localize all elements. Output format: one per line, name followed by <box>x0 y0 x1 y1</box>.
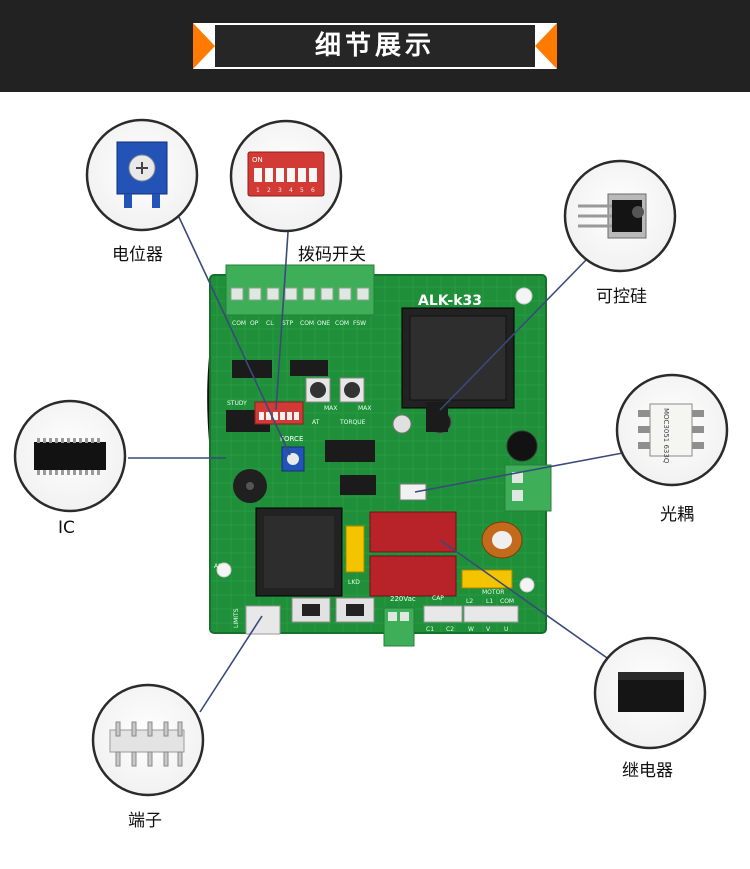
pot-silk-0: AT <box>312 419 320 426</box>
callout-lines <box>128 214 629 713</box>
dip-num-1: 2 <box>267 187 271 194</box>
callout-line-potentiometer <box>177 214 291 456</box>
terminal-silk-3: STP <box>282 320 293 327</box>
dip-num-5: 6 <box>311 187 315 194</box>
terminal-silk-0: COM <box>232 320 246 327</box>
terminal-silk-1: OP <box>250 320 259 327</box>
terminal-silk-2: CL <box>266 320 274 327</box>
relay-onboard <box>369 511 457 553</box>
optocoupler-marking: MOC3051 633Q <box>662 408 670 464</box>
optocoupler-icon <box>649 403 693 457</box>
mount-hole <box>216 562 232 578</box>
pot-silk-1: MAX <box>324 405 337 412</box>
ic-chip <box>325 440 375 462</box>
detail-ic <box>13 399 127 513</box>
terminal-onboard <box>245 605 281 635</box>
motor-pin-silk-1: L1 <box>486 598 493 605</box>
cap-silk: CAP <box>432 595 444 602</box>
pot-silk-3: MAX <box>358 405 371 412</box>
cap-pin-silk-1: C2 <box>446 626 454 633</box>
capacitor <box>392 414 412 434</box>
label-dip-switch: 拨码开关 <box>298 245 366 265</box>
callout-line-thyristor <box>439 257 589 411</box>
label-potentiometer: 电位器 <box>112 245 163 265</box>
inductor-coil <box>506 430 538 462</box>
mount-hole <box>519 577 535 593</box>
terminal-silk-4: COM <box>300 320 314 327</box>
dip-num-0: 1 <box>256 187 260 194</box>
film-capacitor <box>461 569 513 589</box>
dip-num-3: 4 <box>289 187 293 194</box>
detail-terminal <box>91 683 205 797</box>
label-relay: 继电器 <box>622 761 673 781</box>
ic-chip <box>290 360 328 376</box>
title-banner: 细节展示 <box>193 23 557 69</box>
terminal-icon <box>109 729 185 753</box>
callout-line-dip-switch <box>275 231 289 411</box>
ac-silk: 220Vac <box>390 595 416 603</box>
dip-on-silk: ON <box>252 156 263 164</box>
label-optocoupler: 光耦 <box>660 505 694 525</box>
banner-bar <box>215 25 535 67</box>
out-pin-silk-2: U <box>504 626 508 633</box>
banner-right-arrow <box>535 23 557 69</box>
dip-num-4: 5 <box>300 187 304 194</box>
ic-chip <box>232 360 272 378</box>
detail-optocoupler: MOC3051 633Q <box>615 373 729 487</box>
motor-connector <box>463 605 519 623</box>
motor-silk: MOTOR <box>482 589 504 596</box>
force-silk: FORCE <box>280 435 303 443</box>
motor-pin-silk-0: L2 <box>466 598 473 605</box>
ic-icon <box>34 442 106 470</box>
pcb-board: COM OP CL STP COM ONE COM FSW ALK-k33 ST… <box>209 264 552 647</box>
lkd-silk: LKD <box>348 579 360 586</box>
optocoupler-onboard <box>399 483 427 501</box>
label-terminal: 端子 <box>128 811 162 831</box>
banner-left-arrow <box>193 23 215 69</box>
out-pin-silk-0: W <box>468 626 474 633</box>
header-bar: 细节展示 <box>0 0 750 92</box>
callout-line-optocoupler <box>414 451 629 493</box>
limits-silk: LIMITS <box>233 608 240 628</box>
detail-thyristor <box>563 159 677 273</box>
terminal-silk-7: FSW <box>353 320 366 327</box>
detail-dip-switch: ON 1 2 3 4 5 6 <box>229 119 343 233</box>
detail-potentiometer <box>85 118 199 232</box>
dip-switch-icon <box>247 151 325 197</box>
ant-silk: ANT <box>214 563 227 570</box>
board-model-label: ALK-k33 <box>418 293 482 309</box>
relay-onboard <box>369 555 457 597</box>
callout-line-relay <box>439 539 611 661</box>
callout-line-terminal <box>199 615 263 713</box>
pot-silk-2: TORQUE <box>339 419 366 426</box>
dip-num-2: 3 <box>278 187 282 194</box>
film-capacitor <box>345 525 365 573</box>
cap-connector <box>423 605 463 623</box>
page-title: 细节展示 <box>314 31 435 61</box>
thyristor-onboard <box>426 402 448 432</box>
study-silk: STUDY <box>227 400 247 407</box>
mount-hole <box>515 287 533 305</box>
detail-relay <box>593 636 707 750</box>
terminal-silk-5: ONE <box>317 320 330 327</box>
terminal-block-right <box>504 464 552 512</box>
terminal-block-top <box>225 264 375 316</box>
cap-pin-silk-0: C1 <box>426 626 434 633</box>
ic-chip <box>340 475 376 495</box>
label-ic: IC <box>58 518 75 538</box>
label-thyristor: 可控硅 <box>596 287 647 307</box>
motor-pin-silk-2: COM <box>500 598 514 605</box>
out-pin-silk-1: V <box>486 626 491 633</box>
terminal-silk-6: COM <box>335 320 349 327</box>
